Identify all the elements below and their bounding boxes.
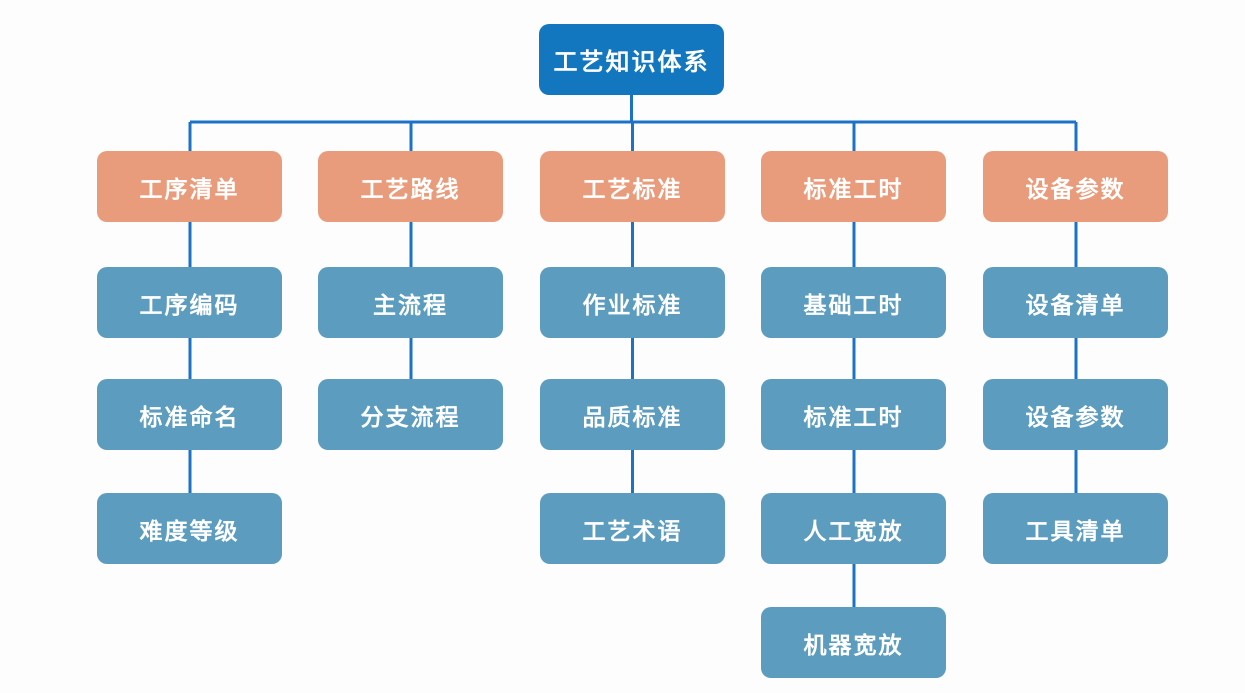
node-base-hours: 基础工时 [761,267,946,338]
node-equipment-params: 设备参数 [983,379,1168,450]
node-difficulty-level: 难度等级 [97,493,282,564]
node-root-knowledge-system: 工艺知识体系 [539,24,724,95]
node-equipment-params-category: 设备参数 [983,151,1168,222]
node-operation-standard: 作业标准 [540,267,725,338]
node-process-standard: 工艺标准 [540,151,725,222]
node-process-terms: 工艺术语 [540,493,725,564]
node-main-flow: 主流程 [318,267,503,338]
node-equipment-list: 设备清单 [983,267,1168,338]
node-process-list: 工序清单 [97,151,282,222]
node-process-code: 工序编码 [97,267,282,338]
node-branch-flow: 分支流程 [318,379,503,450]
node-manual-allowance: 人工宽放 [761,493,946,564]
node-process-route: 工艺路线 [318,151,503,222]
node-standard-hours-category: 标准工时 [761,151,946,222]
node-standard-hours: 标准工时 [761,379,946,450]
node-machine-allowance: 机器宽放 [761,607,946,678]
node-tool-list: 工具清单 [983,493,1168,564]
node-quality-standard: 品质标准 [540,379,725,450]
node-standard-naming: 标准命名 [97,379,282,450]
